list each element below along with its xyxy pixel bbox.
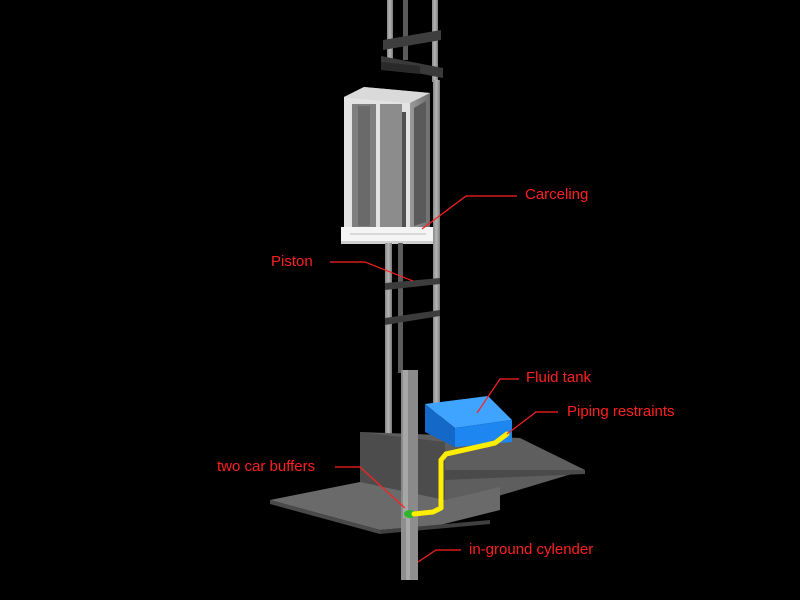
label-piston: Piston bbox=[271, 253, 313, 270]
label-carceling: Carceling bbox=[525, 186, 589, 203]
lower-rails bbox=[385, 80, 440, 523]
pipe bbox=[411, 431, 510, 517]
piston-cylinder bbox=[401, 370, 418, 580]
upper-rails bbox=[381, 0, 443, 82]
pit-structure bbox=[270, 432, 585, 534]
label-two-car-buffers: two car buffers bbox=[217, 458, 316, 475]
leader-lines bbox=[330, 195, 558, 563]
label-fluid-tank: Fluid tank bbox=[526, 369, 592, 386]
elevator-car bbox=[341, 87, 435, 244]
label-piping-restraints: Piping restraints bbox=[567, 403, 675, 420]
label-in-ground-cylinder: in-ground cylender bbox=[469, 541, 594, 558]
